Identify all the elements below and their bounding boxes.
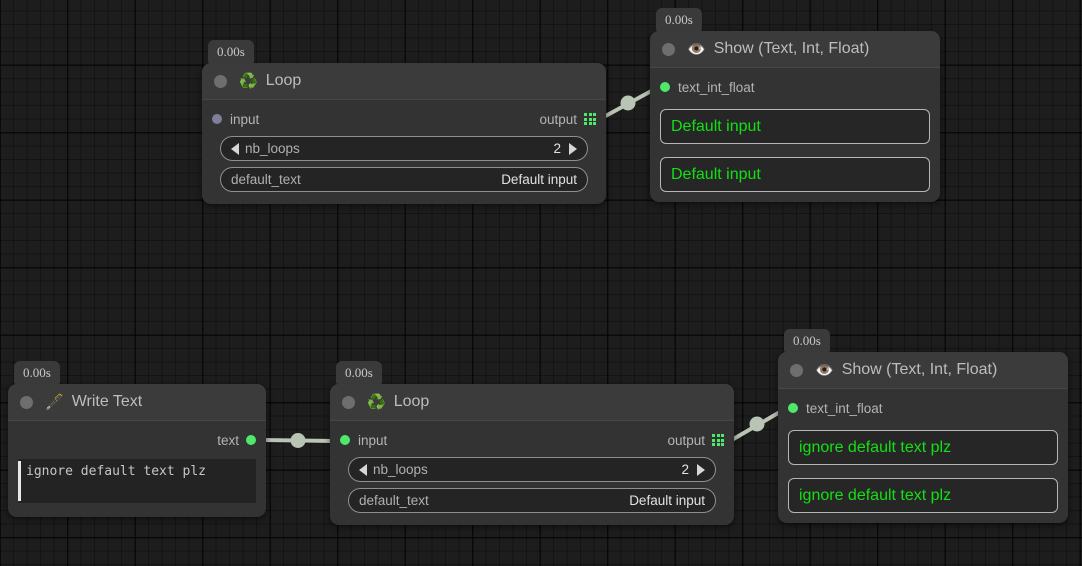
widget-name: default_text [359,493,429,508]
node-body: text ignore default text plz [8,421,266,517]
node-title: Loop [265,72,302,89]
node-timer-badge: 0.00s [656,8,702,31]
node-timer-badge: 0.00s [14,361,60,384]
input-port-dot[interactable] [660,82,670,92]
collapse-dot[interactable] [342,395,355,409]
link-loop-top-to-show-top [598,87,657,121]
collapse-dot[interactable] [790,363,803,377]
node-loop-top[interactable]: 0.00s ♻️ Loop input output nb_loops 2 [202,40,606,204]
node-body: text_int_float Default input Default inp… [650,68,940,202]
stepper-right-icon[interactable] [697,463,705,476]
widget-value[interactable]: 2 [681,462,689,477]
node-timer-badge: 0.00s [784,329,830,352]
node-title: Loop [393,393,430,410]
widget-default-text[interactable]: default_text Default input [220,167,588,192]
widget-nb-loops[interactable]: nb_loops 2 [220,136,588,161]
widget-name: nb_loops [373,462,428,477]
stepper-left-icon[interactable] [231,142,239,155]
eye-icon: 👁️ [815,361,834,379]
link-reroute-dot-bottom[interactable] [749,416,765,432]
node-write-text[interactable]: 0.00s 🖋️ Write Text text ignore default … [8,361,266,517]
widget-name: nb_loops [245,141,300,156]
show-value-text: ignore default text plz [799,438,952,456]
collapse-dot[interactable] [20,395,33,409]
node-timer-badge: 0.00s [336,361,382,384]
collapse-dot[interactable] [662,42,675,56]
show-value-box: Default input [660,109,930,144]
show-value-text: ignore default text plz [799,486,952,504]
eye-icon: 👁️ [687,40,706,58]
widget-value[interactable]: Default input [501,172,577,187]
node-body: input output nb_loops 2 default_text Def… [330,421,734,525]
show-value-box: Default input [660,157,930,192]
port-row: text_int_float [650,77,940,97]
input-port-dot[interactable] [788,403,798,413]
show-value-text: Default input [671,165,761,183]
show-value-box: ignore default text plz [788,430,1058,465]
port-row: text [8,430,266,450]
recycle-icon: ♻️ [239,72,258,90]
node-title: Show (Text, Int, Float) [841,361,998,378]
node-body: text_int_float ignore default text plz i… [778,389,1068,523]
node-body: input output nb_loops 2 default_text Def… [202,100,606,204]
port-row: input output [212,109,596,129]
collapse-dot[interactable] [214,74,227,88]
show-value-text: Default input [671,117,761,135]
output-port-label: output [539,111,577,127]
node-title: Write Text [71,393,143,410]
grid-icon[interactable] [584,113,596,125]
widget-value[interactable]: Default input [629,493,705,508]
node-title: Show (Text, Int, Float) [713,40,870,57]
input-port-label: text_int_float [806,400,883,416]
node-header[interactable]: 👁️ Show (Text, Int, Float) [650,31,940,68]
node-header[interactable]: 👁️ Show (Text, Int, Float) [778,352,1068,389]
node-show-top[interactable]: 0.00s 👁️ Show (Text, Int, Float) text_in… [650,8,940,202]
link-reroute-dot-middle[interactable] [290,433,306,448]
widget-default-text[interactable]: default_text Default input [348,488,716,513]
link-reroute-dot-top[interactable] [620,95,636,111]
output-port-label: text [217,432,239,448]
link-loop-bottom-to-show-bottom [728,407,787,443]
port-row: text_int_float [778,398,1068,418]
node-loop-bottom[interactable]: 0.00s ♻️ Loop input output nb_loops 2 [330,361,734,525]
text-input-area[interactable]: ignore default text plz [18,459,256,503]
link-write-text-to-loop-bottom [260,438,336,443]
input-port-label: text_int_float [678,79,755,95]
node-timer-badge: 0.00s [208,40,254,63]
grid-icon[interactable] [712,434,724,446]
node-header[interactable]: 🖋️ Write Text [8,384,266,421]
output-port-label: output [667,432,705,448]
node-header[interactable]: ♻️ Loop [330,384,734,421]
widget-value[interactable]: 2 [553,141,561,156]
input-port-label: input [358,432,388,448]
output-port-dot[interactable] [246,435,256,445]
stepper-left-icon[interactable] [359,463,367,476]
stepper-right-icon[interactable] [569,142,577,155]
pen-nib-icon: 🖋️ [45,393,64,411]
text-input-value[interactable]: ignore default text plz [26,464,207,479]
node-header[interactable]: ♻️ Loop [202,63,606,100]
widget-name: default_text [231,172,301,187]
text-caret [18,461,21,501]
recycle-icon: ♻️ [367,393,386,411]
show-value-box: ignore default text plz [788,478,1058,513]
node-show-bottom[interactable]: 0.00s 👁️ Show (Text, Int, Float) text_in… [778,329,1068,523]
widget-nb-loops[interactable]: nb_loops 2 [348,457,716,482]
input-port-label: input [230,111,260,127]
port-row: input output [340,430,724,450]
input-port-dot[interactable] [212,114,222,124]
input-port-dot[interactable] [340,435,350,445]
